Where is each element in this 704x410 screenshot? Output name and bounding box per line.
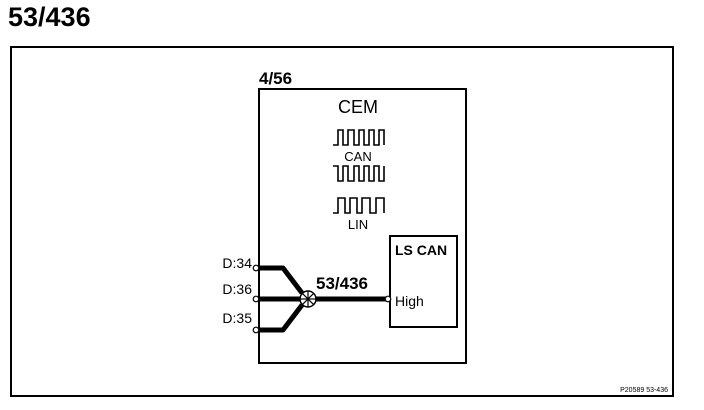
diagram-frame xyxy=(10,46,674,397)
ls-can-box xyxy=(389,235,458,328)
can-waveform-icon xyxy=(333,129,385,146)
connector-label-d34: D:34 xyxy=(222,255,252,271)
pin-d34-icon xyxy=(252,264,260,272)
pin-d35-icon xyxy=(252,326,260,334)
wire-d34 xyxy=(258,265,304,295)
lin-waveform-icon xyxy=(333,197,385,214)
module-id-label: 4/56 xyxy=(259,69,292,88)
ls-can-title: LS CAN xyxy=(395,242,447,258)
ls-can-pin-label: High xyxy=(395,293,424,309)
wire-d35 xyxy=(258,303,304,333)
lin-signal-label: LIN xyxy=(348,217,368,232)
can-signal-label: CAN xyxy=(344,149,371,164)
figure-reference: P20589 53-436 xyxy=(620,387,668,394)
module-name-label: CEM xyxy=(338,97,378,117)
page-title: 53/436 xyxy=(8,2,91,32)
pin-high-icon xyxy=(384,295,392,303)
pin-d36-icon xyxy=(252,295,260,303)
can-waveform-inverted-icon xyxy=(333,165,385,182)
cem-module-box xyxy=(258,88,467,364)
connector-label-d35: D:35 xyxy=(222,310,252,326)
splice-point-icon xyxy=(299,290,317,308)
connector-label-d36: D:36 xyxy=(222,281,252,297)
splice-label: 53/436 xyxy=(316,274,368,293)
